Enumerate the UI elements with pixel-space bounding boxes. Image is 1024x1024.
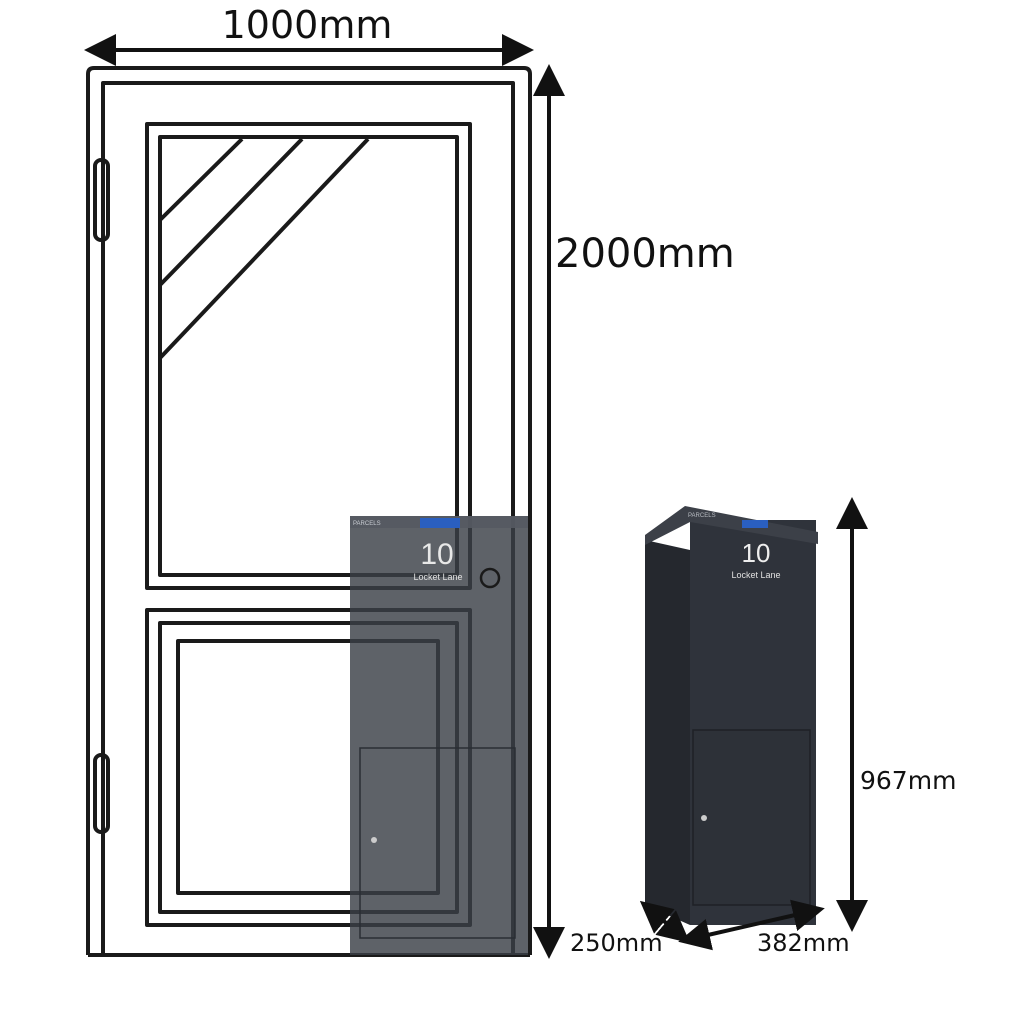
box-street-name: Locket Lane bbox=[731, 570, 780, 580]
parcel-box: PARCELS 10 Locket Lane bbox=[645, 506, 818, 925]
glass-reflection-line bbox=[158, 137, 244, 222]
overlay-box-body bbox=[350, 516, 528, 955]
box-lock-icon bbox=[701, 815, 707, 821]
box-depth-label: 250mm bbox=[570, 929, 663, 957]
box-house-number: 10 bbox=[742, 538, 771, 568]
box-width-arrow bbox=[678, 899, 825, 951]
box-lid bbox=[645, 506, 818, 545]
box-lower-door bbox=[692, 729, 811, 906]
upper-panel-frame bbox=[145, 122, 472, 590]
overlay-lower-door bbox=[359, 747, 516, 939]
box-depth-arrow bbox=[639, 900, 691, 944]
door-height-label: 2000mm bbox=[555, 231, 735, 277]
overlay-camera-icon bbox=[479, 567, 501, 589]
box-parcel-slot-label bbox=[742, 520, 768, 528]
hinge-bottom bbox=[93, 753, 110, 834]
box-side-panel bbox=[645, 540, 690, 925]
door-width-label: 1000mm bbox=[222, 3, 393, 47]
parcel-box-overlay: PARCELS 10 Locket Lane bbox=[350, 516, 528, 955]
glass-reflection-line bbox=[158, 137, 370, 360]
overlay-street-name: Locket Lane bbox=[413, 572, 462, 582]
box-height-label: 967mm bbox=[860, 766, 956, 795]
glass-reflection-line bbox=[158, 137, 304, 287]
overlay-lock-icon bbox=[371, 837, 377, 843]
box-width-label: 382mm bbox=[757, 929, 850, 957]
overlay-brand-label: PARCELS bbox=[353, 521, 381, 527]
box-brand-label: PARCELS bbox=[688, 513, 716, 519]
door-outer-frame bbox=[86, 66, 532, 955]
overlay-house-number: 10 bbox=[420, 538, 453, 571]
hinge-top bbox=[93, 158, 110, 242]
door-outline bbox=[86, 66, 532, 957]
overlay-parcel-slot-label bbox=[420, 518, 460, 528]
